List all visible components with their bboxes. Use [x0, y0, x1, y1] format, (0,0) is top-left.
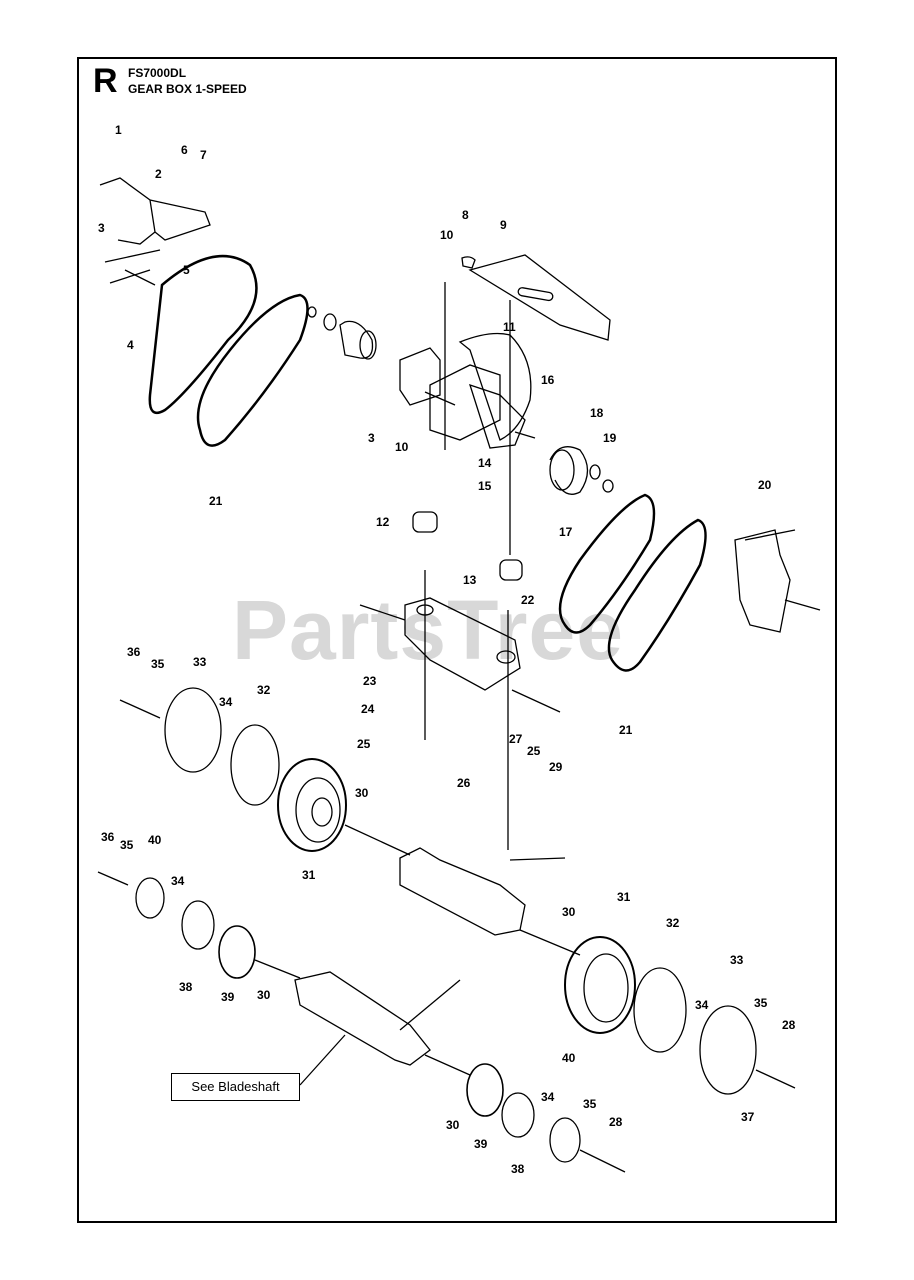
part-number-label[interactable]: 21 [619, 723, 633, 737]
part-number-label[interactable]: 16 [541, 373, 555, 387]
part-number-label[interactable]: 2 [155, 167, 162, 181]
part-number-label[interactable]: 31 [302, 868, 316, 882]
part-number-label[interactable]: 32 [257, 683, 271, 697]
part-number-label[interactable]: 14 [478, 456, 492, 470]
part-number-label[interactable]: 35 [754, 996, 768, 1010]
part-number-label[interactable]: 12 [376, 515, 390, 529]
spindle-housing-upper [344, 824, 581, 956]
part-number-label[interactable]: 36 [101, 830, 115, 844]
part-number-label[interactable]: 21 [209, 494, 223, 508]
part-number-label[interactable]: 24 [361, 702, 375, 716]
part-number-label[interactable]: 29 [549, 760, 563, 774]
part-number-label[interactable]: 20 [758, 478, 772, 492]
part-number-label[interactable]: 27 [509, 732, 523, 746]
part-number-label[interactable]: 40 [148, 833, 162, 847]
part-number-label[interactable]: 31 [617, 890, 631, 904]
part-number-label[interactable]: 26 [457, 776, 471, 790]
part-number-label[interactable]: 39 [474, 1137, 488, 1151]
diagram-title: GEAR BOX 1-SPEED [128, 82, 247, 96]
section-letter: R [93, 62, 118, 100]
part-number-label[interactable]: 10 [395, 440, 409, 454]
part-number-label[interactable]: 30 [257, 988, 271, 1002]
part-number-label[interactable]: 28 [782, 1018, 796, 1032]
part-number-label[interactable]: 3 [98, 221, 105, 235]
part-number-label[interactable]: 13 [463, 573, 477, 587]
part-number-label[interactable]: 10 [440, 228, 454, 242]
part-number-label[interactable]: 4 [127, 338, 134, 352]
part-number-label[interactable]: 38 [511, 1162, 525, 1176]
part-number-label[interactable]: 11 [503, 320, 516, 334]
part-number-label[interactable]: 6 [181, 143, 188, 157]
model-name: FS7000DL [128, 66, 187, 80]
part-number-label[interactable]: 25 [527, 744, 541, 758]
part-number-label[interactable]: 35 [151, 657, 165, 671]
part-number-label[interactable]: 5 [183, 263, 190, 277]
part-number-label[interactable]: 25 [357, 737, 371, 751]
belt-guide-bracket-right [734, 529, 821, 633]
part-number-label[interactable]: 37 [741, 1110, 755, 1124]
part-number-label[interactable]: 34 [171, 874, 185, 888]
part-number-label[interactable]: 34 [219, 695, 233, 709]
input-pulley-right [549, 446, 614, 495]
mount-springs [412, 511, 523, 581]
part-number-label[interactable]: 7 [200, 148, 207, 162]
part-number-label[interactable]: 35 [583, 1097, 597, 1111]
bladeshaft-leader [299, 1034, 346, 1086]
drawing-frame [77, 57, 837, 1223]
part-number-label[interactable]: 39 [221, 990, 235, 1004]
part-number-label[interactable]: 34 [695, 998, 709, 1012]
part-number-label[interactable]: 30 [446, 1118, 460, 1132]
part-number-label[interactable]: 18 [590, 406, 604, 420]
blade-pulley-bottom [466, 1063, 626, 1173]
spindle-housing-lower [254, 959, 471, 1076]
part-number-label[interactable]: 33 [193, 655, 207, 669]
part-number-label[interactable]: 9 [500, 218, 507, 232]
part-number-label[interactable]: 35 [120, 838, 134, 852]
part-number-label[interactable]: 23 [363, 674, 377, 688]
input-pulley-left [307, 306, 377, 360]
part-number-label[interactable]: 38 [179, 980, 193, 994]
part-number-label[interactable]: 30 [355, 786, 369, 800]
gearbox-cover-plate [461, 254, 611, 341]
part-number-label[interactable]: 36 [127, 645, 141, 659]
part-number-label[interactable]: 40 [562, 1051, 576, 1065]
part-number-label[interactable]: 22 [521, 593, 535, 607]
part-number-label[interactable]: 30 [562, 905, 576, 919]
see-bladeshaft-callout[interactable]: See Bladeshaft [171, 1073, 300, 1101]
part-number-label[interactable]: 1 [115, 123, 122, 137]
part-number-label[interactable]: 3 [368, 431, 375, 445]
part-number-label[interactable]: 32 [666, 916, 680, 930]
part-number-label[interactable]: 19 [603, 431, 617, 445]
drive-belt-right [558, 493, 707, 672]
belt-guide-bracket-top [99, 177, 211, 286]
blade-pulley-lower-left [97, 871, 256, 979]
blade-pulley-lower-right [564, 936, 796, 1095]
part-number-label[interactable]: 33 [730, 953, 744, 967]
part-number-label[interactable]: 8 [462, 208, 469, 222]
part-number-label[interactable]: 17 [559, 525, 573, 539]
gearbox-assembly [399, 282, 536, 555]
part-number-label[interactable]: 28 [609, 1115, 623, 1129]
blade-pulley-upper [119, 687, 347, 852]
part-number-label[interactable]: 15 [478, 479, 492, 493]
gearbox-mount-bracket [359, 570, 561, 850]
drive-belt-left [148, 254, 309, 447]
part-number-label[interactable]: 34 [541, 1090, 555, 1104]
